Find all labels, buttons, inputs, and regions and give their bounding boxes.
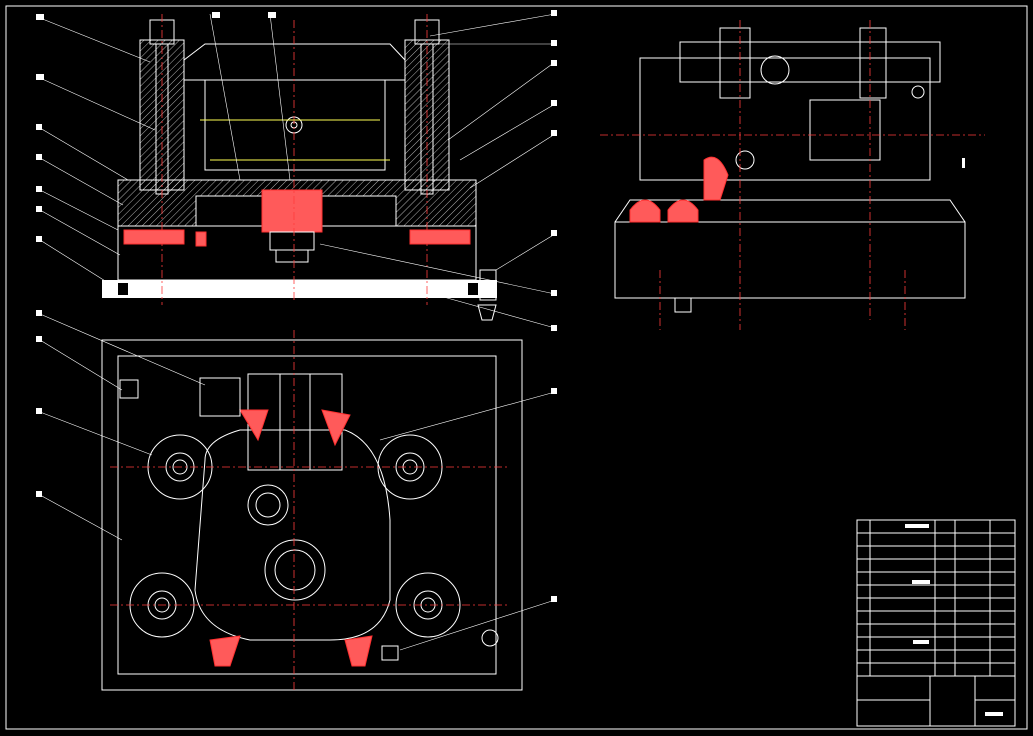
front-leaders: [39, 13, 556, 329]
central-nut: [261, 189, 323, 233]
front-tags: [36, 10, 557, 331]
front-section-view: [36, 10, 557, 331]
sheet-border: [5, 5, 1028, 730]
side-view: [600, 20, 985, 330]
base-plate: [102, 280, 497, 298]
plan-view: [36, 310, 557, 691]
title-block: [856, 519, 1016, 727]
